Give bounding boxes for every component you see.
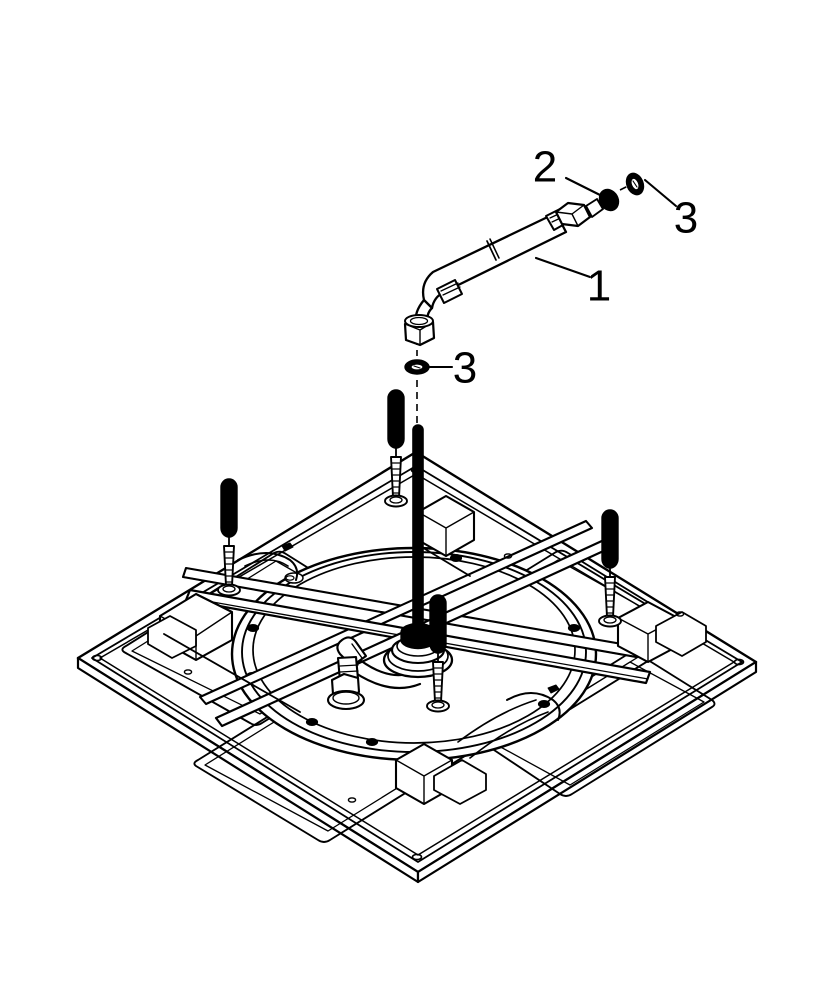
flexible-hose [403, 198, 604, 347]
corner-bracket-bottom [394, 742, 487, 806]
filter-washer-upper [625, 172, 645, 196]
callout-label-3-lower: 3 [453, 344, 477, 393]
anchor-screw-center [426, 594, 450, 713]
internal-hose-elbow [326, 636, 422, 711]
leader-callout-1 [534, 256, 592, 279]
anchor-screw-top-left [217, 478, 241, 597]
filter-washer-lower [404, 359, 430, 375]
leader-callout-3-upper [643, 178, 678, 208]
corner-bracket-left [147, 592, 234, 662]
corner-bracket-right [616, 600, 707, 664]
callout-label-2: 2 [533, 143, 557, 192]
anchor-screw-top-center [384, 389, 408, 508]
callout-leaders [425, 176, 678, 369]
anchor-screw-right [598, 509, 622, 628]
o-ring-seal [598, 188, 620, 212]
leader-callout-2 [564, 176, 604, 198]
callout-label-3-upper: 3 [674, 194, 698, 243]
callout-label-1: 1 [587, 262, 611, 311]
